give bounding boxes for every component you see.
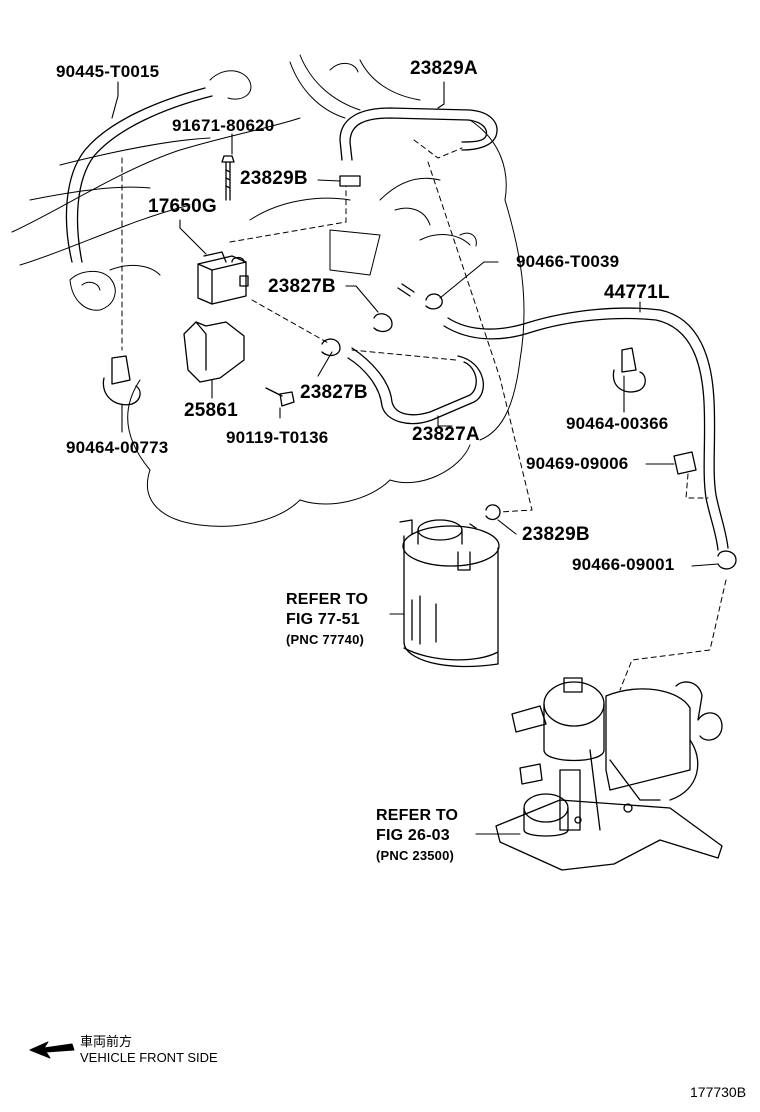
label-25861: 25861 xyxy=(184,400,238,421)
label-91671-80620: 91671-80620 xyxy=(172,116,275,135)
canister-ref-line2: FIG 77-51 xyxy=(286,611,360,628)
label-90464-00366: 90464-00366 xyxy=(566,414,669,433)
reference-lines xyxy=(121,139,727,691)
label-23829B-top: 23829B xyxy=(240,168,308,189)
label-23829B-bottom: 23829B xyxy=(522,524,590,545)
direction-japanese: 車両前方 xyxy=(80,1034,133,1049)
front-arrow xyxy=(29,1041,75,1059)
charcoal-canister xyxy=(399,519,500,668)
label-23829A: 23829A xyxy=(410,58,478,79)
components xyxy=(102,155,737,570)
label-90445-T0015: 90445-T0015 xyxy=(56,62,160,81)
canister-ref-pnc: (PNC 77740) xyxy=(286,632,365,647)
label-90464-00773: 90464-00773 xyxy=(66,438,169,457)
direction-english: VEHICLE FRONT SIDE xyxy=(80,1050,218,1065)
pump-reference: REFER TO FIG 26-03 (PNC 23500) xyxy=(376,806,458,866)
label-23827B-bottom: 23827B xyxy=(300,382,368,403)
pump-ref-pnc: (PNC 23500) xyxy=(376,848,455,863)
canister-reference: REFER TO FIG 77-51 (PNC 77740) xyxy=(286,590,368,650)
pump-assembly xyxy=(495,677,723,871)
canister-ref-line1: REFER TO xyxy=(286,591,369,608)
pump-ref-line1: REFER TO xyxy=(376,807,459,824)
label-90466-09001: 90466-09001 xyxy=(572,555,675,574)
label-90466-T0039: 90466-T0039 xyxy=(516,252,620,271)
pump-ref-line2: FIG 26-03 xyxy=(376,827,450,844)
label-90119-T0136: 90119-T0136 xyxy=(226,428,329,447)
label-90469-09006: 90469-09006 xyxy=(526,454,629,473)
engine-outline xyxy=(11,54,525,527)
leader-lines xyxy=(111,81,719,835)
label-17650G: 17650G xyxy=(148,196,217,217)
figure-id: 177730B xyxy=(690,1084,747,1100)
label-23827B-top: 23827B xyxy=(268,276,336,297)
label-23827A: 23827A xyxy=(412,424,480,445)
hoses xyxy=(65,87,729,551)
label-44771L: 44771L xyxy=(604,282,670,303)
